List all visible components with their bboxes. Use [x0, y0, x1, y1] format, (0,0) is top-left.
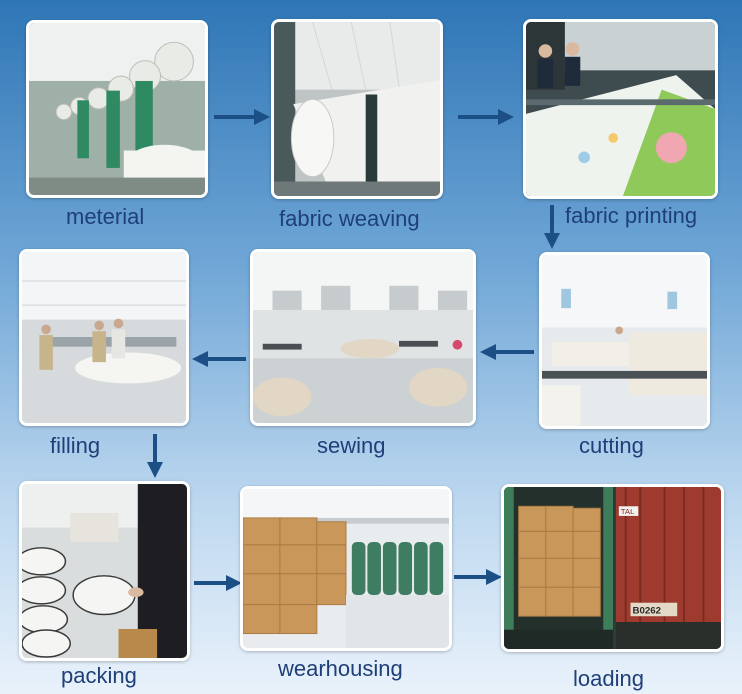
- weaving-photo: [271, 19, 443, 199]
- arrow-left-2: [480, 343, 536, 361]
- step-label-sewing: sewing: [317, 433, 386, 458]
- arrow-down-1: [543, 205, 561, 249]
- arrow-left-1: [192, 350, 248, 368]
- filling-photo: [19, 249, 189, 426]
- material-photo: [26, 20, 208, 198]
- step-label-packing: packing: [61, 663, 137, 688]
- step-label-cutting: cutting: [579, 433, 644, 458]
- arrow-right-1: [212, 108, 270, 126]
- cutting-photo: [539, 252, 710, 429]
- sewing-photo: [250, 249, 476, 426]
- warehousing-photo: [240, 486, 452, 651]
- arrow-right-4: [452, 568, 502, 586]
- container-owner-code: TAL: [621, 507, 635, 516]
- step-label-printing: fabric printing: [565, 203, 698, 228]
- arrow-down-2: [146, 434, 164, 478]
- container-number: B0262: [632, 605, 661, 616]
- arrow-right-3: [192, 574, 242, 592]
- packing-photo: [19, 481, 190, 661]
- loading-photo: TAL B0262: [501, 484, 724, 652]
- step-label-filling: filling: [50, 433, 101, 458]
- arrow-right-2: [456, 108, 514, 126]
- step-label-loading: loading: [573, 666, 644, 691]
- printing-photo: [523, 19, 718, 199]
- step-label-warehousing: wearhousing: [278, 656, 403, 681]
- step-label-weaving: fabric weaving: [279, 206, 420, 231]
- step-label-material: meterial: [66, 204, 145, 229]
